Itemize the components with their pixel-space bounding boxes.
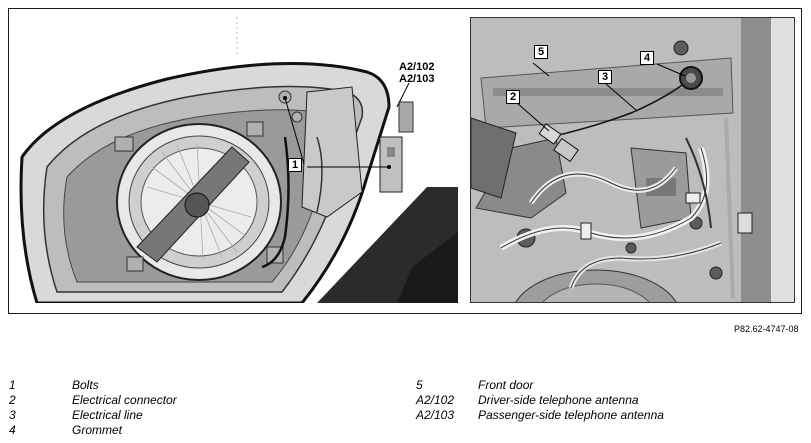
antenna-code-passenger: A2/103 xyxy=(399,73,435,85)
legend-key: 1 xyxy=(9,378,16,392)
legend-row: 5 Front door xyxy=(416,378,664,393)
legend-text: Driver-side telephone antenna xyxy=(478,393,639,407)
door-drawing xyxy=(471,18,794,302)
callout-3-label: 3 xyxy=(598,70,613,84)
callout-1-label: 1 xyxy=(288,158,303,172)
legend-text: Passenger-side telephone antenna xyxy=(478,408,664,422)
legend-text: Front door xyxy=(478,378,534,392)
legend-key: 2 xyxy=(9,393,16,407)
legend-key: 5 xyxy=(416,378,423,392)
legend-key: 4 xyxy=(9,423,16,437)
mirror-drawing xyxy=(17,17,458,303)
legend-text: Grommet xyxy=(72,423,123,437)
door-illustration: 5 4 3 2 xyxy=(470,17,795,303)
antenna-codes-label: A2/102 A2/103 xyxy=(399,61,434,85)
legend-text: Electrical line xyxy=(72,408,143,422)
antenna-code-driver: A2/102 xyxy=(399,61,435,73)
legend-text: Bolts xyxy=(72,378,99,392)
legend-key: A2/103 xyxy=(416,408,455,422)
legend-row: A2/102 Driver-side telephone antenna xyxy=(416,393,664,408)
legend-row: 2 Electrical connector xyxy=(9,393,177,408)
legend-row: 3 Electrical line xyxy=(9,408,177,423)
callout-4-label: 4 xyxy=(640,51,655,65)
callout-2-label: 2 xyxy=(506,90,521,104)
callout-5-label: 5 xyxy=(534,45,549,59)
legend-left: 1 Bolts 2 Electrical connector 3 Electrical l… xyxy=(9,378,177,438)
mirror-illustration: A2/102 A2/103 1 xyxy=(17,17,458,303)
legend-key: A2/102 xyxy=(416,393,455,407)
legend-row: 1 Bolts xyxy=(9,378,177,393)
legend-text: Electrical connector xyxy=(72,393,177,407)
legend-key: 3 xyxy=(9,408,16,422)
drawing-code: P82.62-4747-08 xyxy=(734,324,799,334)
legend-row: A2/103 Passenger-side telephone antenna xyxy=(416,408,664,423)
legend-row: 4 Grommet xyxy=(9,423,177,438)
